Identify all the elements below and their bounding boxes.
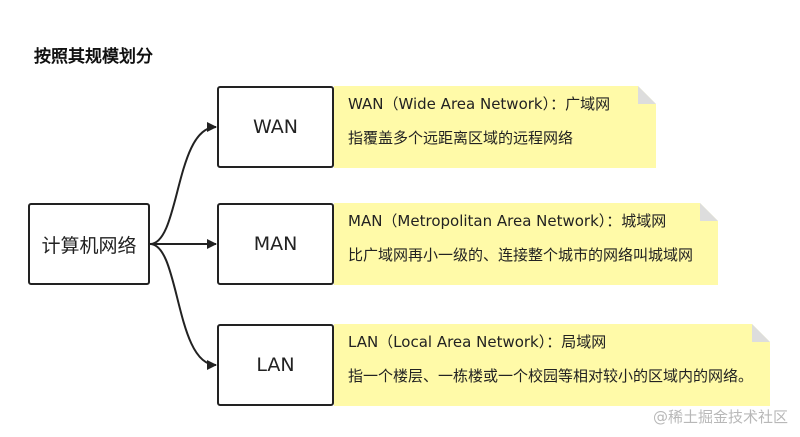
note-wan-line1: WAN（Wide Area Network）：广域网 bbox=[348, 95, 611, 113]
note-lan-line1: LAN（Local Area Network）：局域网 bbox=[348, 333, 607, 351]
note-wan-bg bbox=[334, 86, 656, 168]
note-man-bg bbox=[334, 203, 718, 285]
connector-lan bbox=[149, 243, 217, 370]
node-wan: WAN bbox=[217, 86, 334, 168]
note-lan-line2: 指一个楼层、一栋楼或一个校园等相对较小的区域内的网络。 bbox=[348, 367, 754, 386]
root-node-label: 计算机网络 bbox=[41, 234, 137, 257]
note-man-line2: 比广域网再小一级的、连接整个城市的网络叫城域网 bbox=[348, 246, 694, 265]
watermark: @稀土掘金技术社区 bbox=[652, 408, 788, 426]
root-node: 计算机网络 bbox=[28, 203, 150, 285]
node-lan: LAN bbox=[217, 324, 334, 406]
note-wan-line2: 指覆盖多个远距离区域的远程网络 bbox=[348, 129, 574, 148]
note-wan: WAN（Wide Area Network）：广域网 指覆盖多个远距离区域的远程… bbox=[334, 86, 656, 168]
page-title: 按照其规模划分 bbox=[34, 47, 153, 67]
connector-wan bbox=[149, 122, 217, 245]
node-man-label: MAN bbox=[253, 233, 298, 255]
node-man: MAN bbox=[217, 203, 334, 285]
note-man-line1: MAN（Metropolitan Area Network）：城域网 bbox=[348, 212, 667, 230]
note-lan-bg bbox=[334, 324, 770, 406]
note-lan: LAN（Local Area Network）：局域网 指一个楼层、一栋楼或一个… bbox=[334, 324, 770, 406]
note-man: MAN（Metropolitan Area Network）：城域网 比广域网再… bbox=[334, 203, 718, 285]
node-wan-label: WAN bbox=[253, 116, 298, 138]
node-lan-label: LAN bbox=[256, 354, 295, 376]
